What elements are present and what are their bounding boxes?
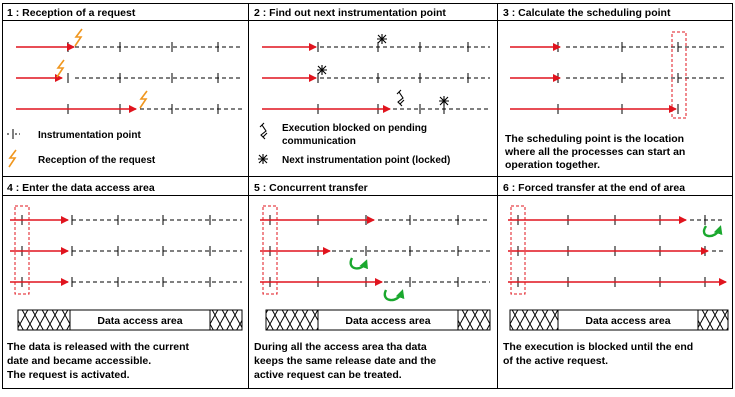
panel-6-caption-2: of the active request. — [503, 355, 608, 367]
panel-5-area-label: Data access area — [345, 315, 430, 327]
panel-6-access-area: Data access area — [509, 309, 729, 331]
panel-1-title: 1 : Reception of a request — [7, 7, 136, 19]
legend-instrumentation-point: Instrumentation point — [38, 130, 141, 141]
panel-5-caption-2: keeps the same release date and the — [254, 355, 436, 367]
locked-point-icon — [317, 34, 449, 106]
panel-5-caption-1: During all the access area tha data — [254, 341, 427, 353]
panel-4-timelines — [10, 205, 242, 295]
panel-6-timelines — [508, 205, 727, 295]
panel-5-title: 5 : Concurrent transfer — [254, 182, 368, 194]
locked-point-icon — [258, 154, 268, 164]
instrumentation-point-icon — [7, 129, 20, 139]
panel-5-timelines — [260, 205, 490, 302]
panel-3-timelines — [510, 31, 724, 119]
blocked-icon — [259, 122, 268, 140]
grid-lines — [2, 3, 733, 389]
panel-4-title: 4 : Enter the data access area — [7, 182, 155, 194]
panel-6-title: 6 : Forced transfer at the end of area — [503, 182, 685, 194]
panel-1-legend: Instrumentation point Reception of the r… — [7, 129, 156, 168]
legend-next-point: Next instrumentation point (locked) — [282, 155, 450, 166]
panel-4-area-label: Data access area — [97, 315, 182, 327]
panel-4-access-area: Data access area — [17, 309, 243, 331]
legend-blocked-2: communication — [282, 136, 356, 147]
panel-6-caption-1: The execution is blocked until the end — [503, 341, 693, 353]
panel-4-caption-3: The request is activated. — [7, 369, 130, 381]
transfer-arrow-icon — [349, 257, 368, 270]
panel-3-caption-1: The scheduling point is the location — [505, 133, 684, 145]
spark-icon — [56, 28, 148, 109]
panel-2-legend: Execution blocked on pending communicati… — [258, 122, 450, 166]
legend-reception: Reception of the request — [38, 155, 156, 166]
panel-4-caption-2: date and became accessible. — [7, 355, 151, 367]
legend-blocked-1: Execution blocked on pending — [282, 123, 427, 134]
panel-2-timelines — [262, 34, 490, 114]
panel-3-caption-3: operation together. — [505, 159, 600, 171]
blocked-icon — [396, 89, 405, 107]
panel-5-caption-3: active request can be treated. — [254, 369, 402, 381]
panel-1-timelines — [16, 28, 242, 114]
panel-4-caption-1: The data is released with the current — [7, 341, 190, 353]
panel-3-title: 3 : Calculate the scheduling point — [503, 7, 671, 19]
panel-2-title: 2 : Find out next instrumentation point — [254, 7, 446, 19]
panel-3-caption-2: where all the processes can start an — [504, 146, 685, 158]
transfer-arrow-icon — [702, 225, 723, 238]
panel-6-area-label: Data access area — [585, 315, 670, 327]
panel-5-access-area: Data access area — [265, 309, 491, 331]
transfer-arrow-icon — [383, 289, 405, 302]
spark-icon — [8, 149, 17, 168]
scheduling-point-box — [671, 31, 687, 119]
